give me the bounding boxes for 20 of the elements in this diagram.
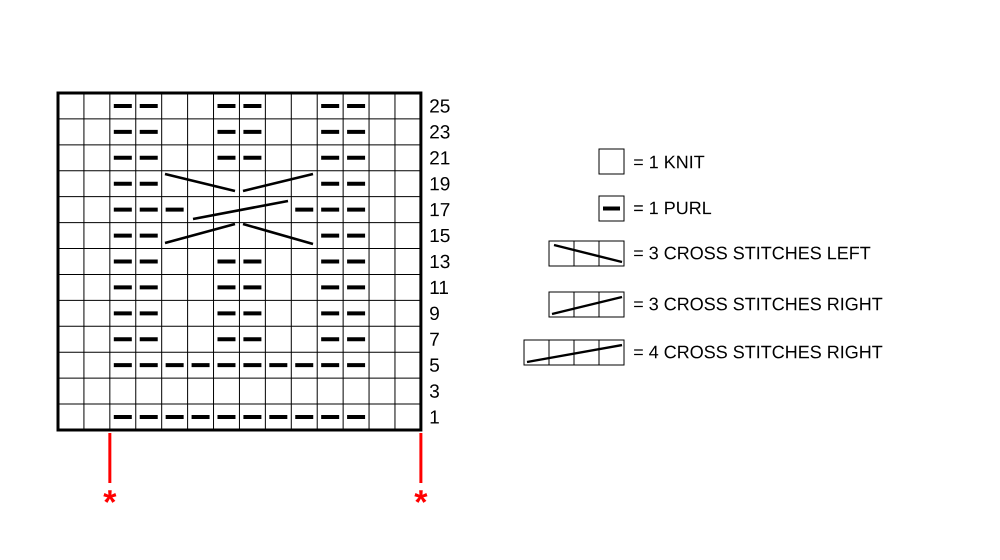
row-number: 15 [430, 228, 450, 242]
legend-text: = 1 KNIT [634, 156, 704, 168]
legend-text: = 3 CROSS STITCHES LEFT [634, 246, 870, 260]
row-number: 7 [430, 332, 439, 346]
row-number: 23 [430, 125, 450, 139]
row-number: 9 [430, 306, 439, 320]
row-number: 17 [430, 203, 450, 216]
row-number: 1 [430, 410, 439, 424]
row-number: 5 [430, 358, 439, 372]
repeat-asterisk: * [103, 490, 116, 503]
row-number: 3 [430, 384, 439, 398]
row-number: 13 [430, 254, 450, 268]
row-number: 21 [430, 151, 450, 164]
row-number: 11 [430, 280, 448, 294]
row-number: 19 [430, 177, 450, 190]
row-number: 25 [430, 99, 450, 113]
legend-text: = 3 CROSS STITCHES RIGHT [634, 298, 882, 310]
repeat-asterisk: * [414, 490, 428, 503]
legend-text: = 1 PURL [634, 202, 712, 214]
legend-text: = 4 CROSS STITCHES RIGHT [634, 346, 882, 358]
